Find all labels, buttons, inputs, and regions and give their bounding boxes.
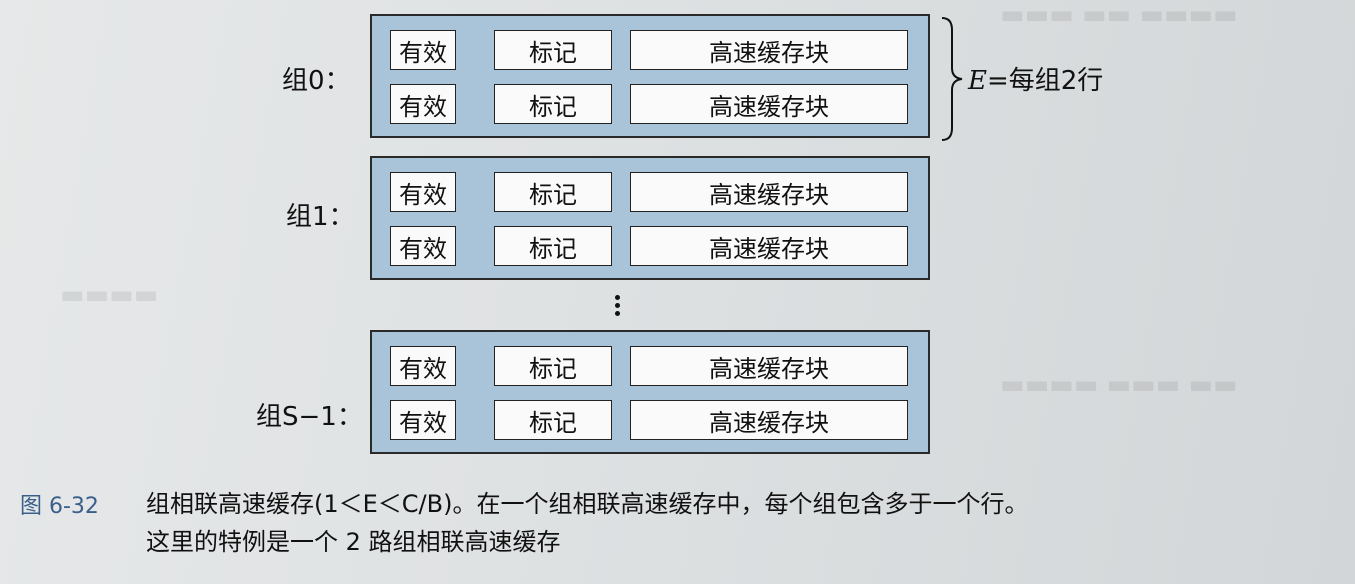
set-label: 组1： bbox=[286, 202, 355, 232]
cache-line: 有效 标记 高速缓存块 bbox=[390, 84, 910, 124]
cache-block-cell: 高速缓存块 bbox=[630, 172, 908, 212]
valid-bit-cell: 有效 bbox=[390, 226, 456, 266]
cache-block-cell: 高速缓存块 bbox=[630, 30, 908, 70]
cache-line: 有效 标记 高速缓存块 bbox=[390, 226, 910, 266]
ellipsis-dot bbox=[614, 295, 620, 300]
valid-bit-cell: 有效 bbox=[390, 84, 456, 124]
cache-block-cell: 高速缓存块 bbox=[630, 84, 908, 124]
cache-set-0: 有效 标记 高速缓存块 有效 标记 高速缓存块 bbox=[370, 14, 930, 138]
valid-bit-cell: 有效 bbox=[390, 30, 456, 70]
cache-block-cell: 高速缓存块 bbox=[630, 400, 908, 440]
bleed-through-text: ▬▬▬ ▬▬ ▬▬▬▬ bbox=[1000, 0, 1238, 30]
lines-per-set-label: E=每组2行 bbox=[968, 60, 1103, 97]
caption-line-1: 组相联高速缓存(1＜E＜C/B)。在一个组相联高速缓存中，每个组包含多于一个行。 bbox=[146, 490, 1029, 518]
tag-cell: 标记 bbox=[494, 226, 612, 266]
lines-per-set-text: =每组2行 bbox=[986, 66, 1104, 96]
vertical-ellipsis bbox=[612, 292, 622, 319]
set-label: 组S−1： bbox=[256, 402, 363, 432]
tag-cell: 标记 bbox=[494, 30, 612, 70]
cache-block-cell: 高速缓存块 bbox=[630, 346, 908, 386]
tag-cell: 标记 bbox=[494, 84, 612, 124]
set-label: 组0： bbox=[282, 66, 351, 96]
valid-bit-cell: 有效 bbox=[390, 346, 456, 386]
ellipsis-dot bbox=[614, 311, 620, 316]
lines-per-set-var: E bbox=[968, 66, 987, 96]
cache-block-cell: 高速缓存块 bbox=[630, 226, 908, 266]
cache-line: 有效 标记 高速缓存块 bbox=[390, 346, 910, 386]
tag-cell: 标记 bbox=[494, 346, 612, 386]
caption-line-2: 这里的特例是一个 2 路组相联高速缓存 bbox=[146, 528, 561, 556]
cache-line: 有效 标记 高速缓存块 bbox=[390, 30, 910, 70]
figure-number: 图 6-32 bbox=[20, 494, 99, 519]
tag-cell: 标记 bbox=[494, 400, 612, 440]
cache-line: 有效 标记 高速缓存块 bbox=[390, 400, 910, 440]
brace-icon bbox=[941, 17, 963, 141]
cache-set-1: 有效 标记 高速缓存块 有效 标记 高速缓存块 bbox=[370, 156, 930, 280]
bleed-through-text: ▬▬▬▬ ▬▬▬ ▬▬ bbox=[1000, 370, 1238, 400]
cache-line: 有效 标记 高速缓存块 bbox=[390, 172, 910, 212]
figure-caption: 组相联高速缓存(1＜E＜C/B)。在一个组相联高速缓存中，每个组包含多于一个行。… bbox=[146, 485, 1028, 561]
valid-bit-cell: 有效 bbox=[390, 400, 456, 440]
valid-bit-cell: 有效 bbox=[390, 172, 456, 212]
bleed-through-text: ▬▬▬▬ bbox=[60, 280, 159, 310]
cache-set-last: 有效 标记 高速缓存块 有效 标记 高速缓存块 bbox=[370, 330, 930, 454]
ellipsis-dot bbox=[614, 303, 620, 308]
tag-cell: 标记 bbox=[494, 172, 612, 212]
